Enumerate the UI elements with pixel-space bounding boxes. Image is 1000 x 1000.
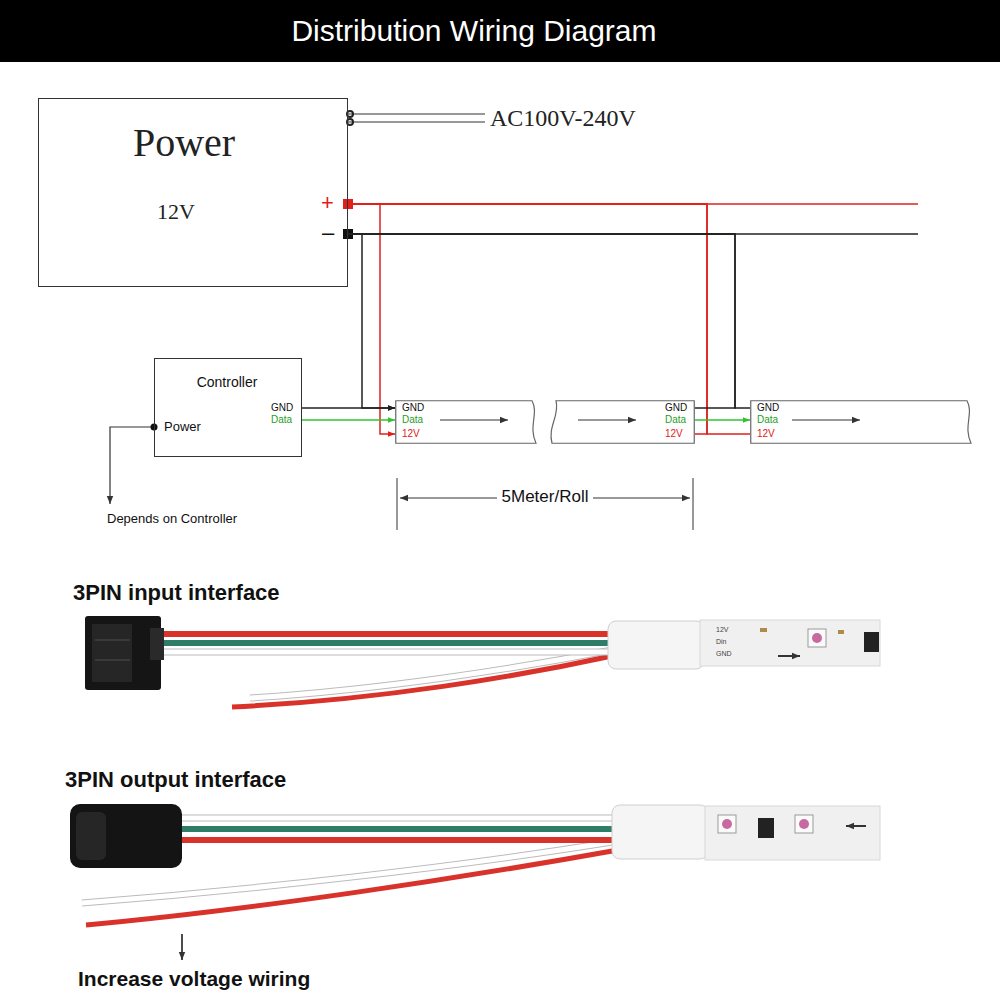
led-strip-photo — [705, 806, 880, 860]
wire-connector — [302, 407, 395, 409]
wire-connector — [348, 204, 707, 434]
led-die — [799, 819, 809, 829]
ac-input-wire — [348, 114, 485, 122]
pcb-marking: 12V — [716, 625, 728, 634]
direction-arrow — [440, 420, 508, 421]
white-wire — [250, 650, 612, 698]
output-connector-photo — [70, 804, 880, 960]
led-strip-segment: GNDData 12V — [750, 400, 975, 444]
connector-face — [76, 812, 106, 860]
controller-power-lead — [110, 427, 154, 504]
led-strip-segment: GNDData 12V — [395, 400, 540, 444]
box-title: Power — [133, 119, 235, 167]
wire-connector — [302, 419, 395, 421]
section-heading: 3PIN input interface — [73, 580, 280, 606]
strip-outline — [750, 400, 975, 444]
direction-arrow — [578, 420, 636, 421]
wire-outline — [250, 650, 612, 698]
pin-label: 12V — [665, 428, 683, 440]
pin-label: Data — [665, 414, 686, 426]
power-supply-box: Power 12V — [38, 98, 348, 287]
dimension-bracket — [397, 478, 693, 530]
led-chip — [795, 815, 813, 833]
dimension-label: 5Meter/Roll — [497, 487, 594, 507]
led-die — [722, 819, 732, 829]
input-voltage-label: AC100V-240V — [490, 104, 636, 133]
pcb-marking: Din — [716, 637, 727, 646]
connector-face — [92, 624, 132, 682]
heat-shrink-sleeve — [612, 805, 708, 859]
strip-direction-arrow — [778, 655, 800, 657]
polarity-sign: – — [322, 220, 334, 246]
pin-label: Data — [757, 414, 778, 426]
red-wire — [178, 837, 618, 843]
heat-shrink-sleeve — [608, 621, 704, 669]
voltage-label: 12V — [157, 199, 195, 225]
pcb-marking: GND — [716, 649, 732, 658]
green-wire — [158, 640, 615, 646]
polarity-sign: + — [321, 190, 334, 216]
pointer-arrow — [181, 934, 183, 960]
led-chip — [808, 629, 826, 647]
section-heading: 3PIN output interface — [65, 767, 286, 793]
led-chip — [718, 815, 736, 833]
led-strip-photo — [700, 620, 880, 666]
pin-label: Data — [271, 414, 292, 426]
pin-label: GND — [271, 402, 293, 414]
white-wire — [158, 650, 615, 655]
pin-label: Data — [402, 414, 423, 426]
connector-housing — [85, 616, 161, 690]
ic-chip — [758, 818, 774, 838]
pin-label: Power — [164, 419, 201, 435]
red-wire — [158, 631, 615, 637]
input-connector-photo — [85, 616, 880, 707]
box-title: Controller — [197, 374, 258, 391]
wire-connector — [695, 419, 750, 421]
wire-connector — [348, 234, 395, 408]
wire-outline — [178, 815, 618, 822]
note-text: Depends on Controller — [107, 511, 237, 527]
connector-housing — [70, 804, 182, 868]
wire-connector — [348, 234, 750, 408]
strip-outline-path — [751, 401, 971, 444]
diagram-title: Distribution Wiring Diagram — [291, 13, 656, 49]
direction-arrow — [792, 420, 860, 421]
pin-label: 12V — [757, 428, 775, 440]
strip-outline-path — [396, 401, 536, 444]
wire-connector — [348, 204, 395, 434]
strip-direction-arrow — [846, 825, 866, 827]
controller-box: ControllerGNDData Power — [154, 358, 302, 457]
pin-label: GND — [402, 402, 424, 414]
strip-outline-path — [551, 401, 694, 444]
callout-text: Increase voltage wiring — [78, 966, 310, 991]
pin-label: GND — [665, 402, 687, 414]
led-die — [812, 633, 822, 643]
smd-part — [760, 628, 767, 632]
connector-neck — [150, 628, 164, 660]
led-strip-segment: GNDData 12V — [548, 400, 695, 444]
smd-part — [838, 630, 844, 634]
green-wire — [178, 826, 618, 832]
white-wire — [178, 816, 618, 821]
pin-label: 12V — [402, 428, 420, 440]
red-wire — [232, 656, 612, 707]
pin-label: GND — [757, 402, 779, 414]
title-bar — [0, 0, 1000, 62]
wire-connector — [348, 204, 750, 434]
ic-chip — [864, 632, 879, 652]
wire-outline — [158, 649, 615, 656]
wire-connector — [348, 234, 735, 408]
connector-ridge — [95, 640, 130, 660]
